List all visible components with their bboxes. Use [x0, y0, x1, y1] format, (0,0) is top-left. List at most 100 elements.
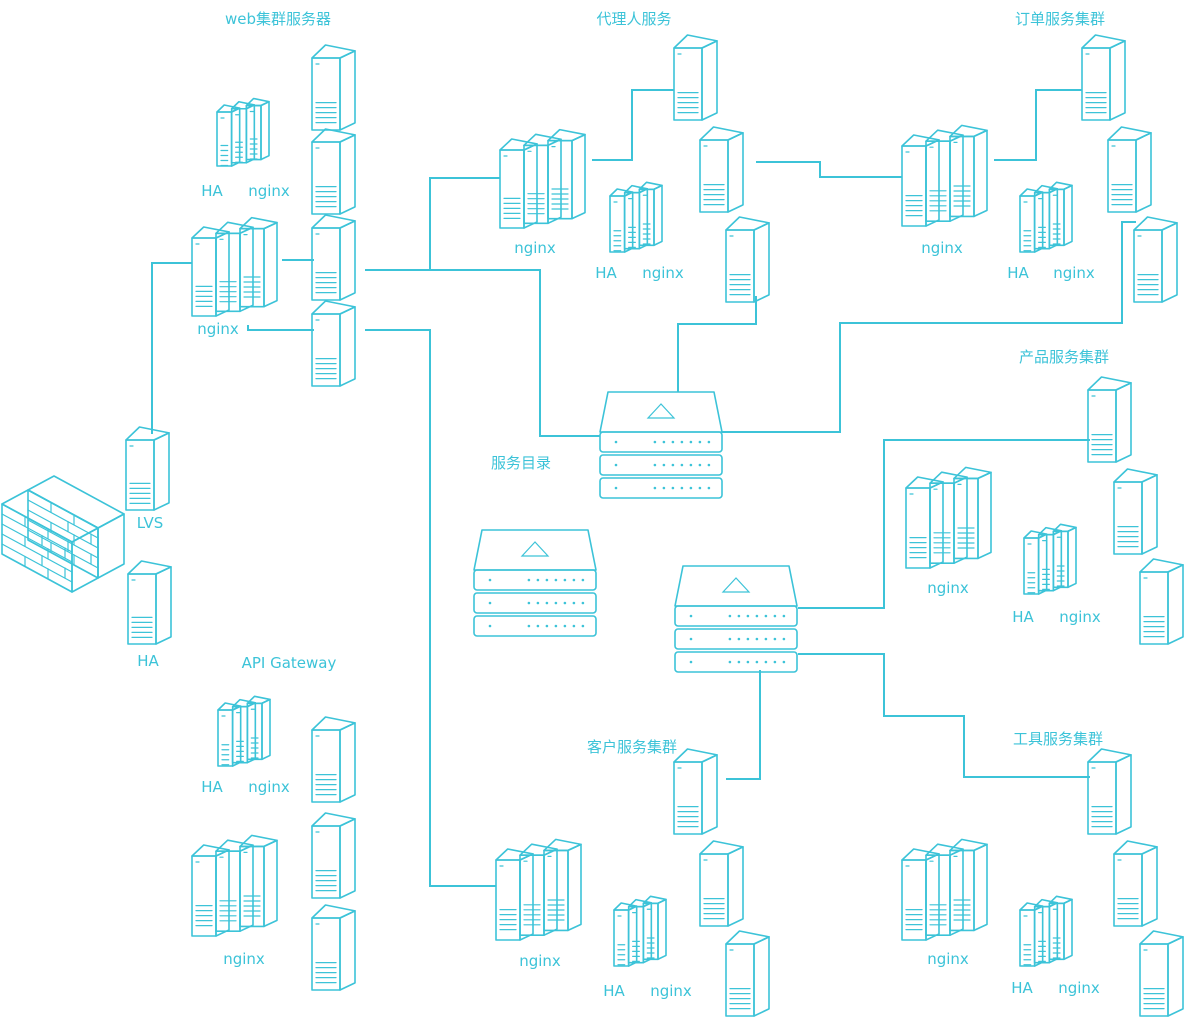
rack-unit-icon	[499, 138, 538, 229]
tool-ha-rack-icon	[1019, 895, 1073, 967]
nodes	[1, 34, 1184, 1017]
rack-unit-icon	[953, 466, 992, 560]
rack-unit-icon	[245, 97, 270, 161]
ha-nginx-label-2: nginx	[642, 264, 684, 282]
gateway-server-2-icon	[311, 812, 356, 899]
tool-server-1-icon	[1087, 748, 1132, 835]
order-server-2-icon	[1107, 126, 1152, 213]
gateway-switch-icon	[473, 529, 597, 637]
lvs-ha-label: HA	[137, 652, 159, 670]
web-ha-rack-icon	[216, 97, 270, 167]
nginx-label-6: nginx	[519, 952, 561, 970]
customer-cluster-title: 客户服务集群	[587, 738, 677, 756]
line-router-product	[798, 439, 1090, 609]
ha-label-1: HA	[201, 182, 223, 200]
line-router-customer	[726, 670, 761, 780]
line-catalog-order	[722, 221, 1136, 433]
ha-nginx-label-3: nginx	[1053, 264, 1095, 282]
agent-server-3-icon	[725, 216, 770, 303]
order-nginx-rack-icon	[901, 124, 988, 227]
web-server-1-icon	[311, 44, 356, 131]
rack-unit-icon	[949, 838, 988, 932]
customer-nginx-rack-icon	[495, 838, 582, 941]
customer-server-2-icon	[699, 840, 744, 927]
agent-service-title: 代理人服务	[596, 10, 671, 28]
agent-server-2-icon	[699, 126, 744, 213]
rack-unit-icon	[642, 895, 667, 961]
rack-unit-icon	[1052, 523, 1077, 589]
rack-unit-icon	[239, 216, 278, 308]
line-router-tool	[798, 653, 1090, 778]
rack-unit-icon	[239, 834, 278, 928]
service-catalog-switch-icon	[599, 391, 723, 499]
web-cluster-title: web集群服务器	[225, 10, 331, 28]
order-ha-rack-icon	[1019, 181, 1073, 253]
gateway-ha-rack-icon	[217, 695, 271, 767]
lvs-label: LVS	[137, 514, 164, 532]
ha-label-5: HA	[201, 778, 223, 796]
ha-nginx-label-5: nginx	[248, 778, 290, 796]
ha-label-2: HA	[595, 264, 617, 282]
rack-unit-icon	[1048, 181, 1073, 247]
rack-unit-icon	[191, 844, 230, 937]
web-server-2-icon	[311, 128, 356, 215]
rack-unit-icon	[949, 124, 988, 218]
connection-lines	[151, 89, 1136, 887]
nginx-label-4: nginx	[927, 579, 969, 597]
rack-unit-icon	[901, 848, 940, 941]
web-nginx-rack-icon	[191, 216, 278, 317]
ha-label-7: HA	[1011, 979, 1033, 997]
product-cluster-title: 产品服务集群	[1019, 348, 1109, 366]
nginx-label-5: nginx	[223, 950, 265, 968]
rack-unit-icon	[547, 128, 586, 220]
line-order-nginx	[756, 161, 902, 178]
line-lvs-web	[151, 262, 192, 434]
nginx-label-1: nginx	[197, 320, 239, 338]
order-server-3-icon	[1133, 216, 1178, 303]
product-server-2-icon	[1113, 468, 1158, 555]
line-catalog-agent	[677, 296, 757, 392]
tool-nginx-rack-icon	[901, 838, 988, 941]
product-nginx-rack-icon	[905, 466, 992, 569]
agent-ha-rack-icon	[609, 181, 663, 253]
rack-unit-icon	[905, 476, 944, 569]
order-cluster-title: 订单服务集群	[1015, 10, 1105, 28]
nginx-label-7: nginx	[927, 950, 969, 968]
ha-nginx-label-7: nginx	[1058, 979, 1100, 997]
product-ha-rack-icon	[1023, 523, 1077, 595]
ha-nginx-label-4: nginx	[1059, 608, 1101, 626]
ha-label-3: HA	[1007, 264, 1029, 282]
tool-cluster-title: 工具服务集群	[1013, 730, 1103, 748]
rack-unit-icon	[495, 848, 534, 941]
order-server-1-icon	[1081, 34, 1126, 121]
line-web-agent	[429, 177, 500, 270]
web-server-3-icon	[311, 214, 356, 301]
api-gateway-title: API Gateway	[242, 654, 337, 672]
rack-unit-icon	[638, 181, 663, 247]
lvs-server-icon	[125, 426, 170, 511]
product-server-1-icon	[1087, 376, 1132, 463]
nginx-label-3: nginx	[921, 239, 963, 257]
line-order-server	[994, 89, 1082, 161]
firewall-icon	[1, 475, 125, 593]
ha-nginx-label-6: nginx	[650, 982, 692, 1000]
product-server-3-icon	[1139, 558, 1184, 645]
rack-unit-icon	[191, 226, 230, 317]
customer-server-3-icon	[725, 930, 770, 1017]
rack-unit-icon	[246, 695, 271, 761]
customer-ha-rack-icon	[613, 895, 667, 967]
service-catalog-label: 服务目录	[491, 454, 551, 472]
web-server-4-icon	[311, 300, 356, 387]
ha-nginx-label-1: nginx	[248, 182, 290, 200]
ha-label-6: HA	[603, 982, 625, 1000]
rack-unit-icon	[901, 134, 940, 227]
line-agent-server	[592, 89, 674, 161]
gateway-server-3-icon	[311, 904, 356, 991]
router-switch-icon	[674, 565, 798, 673]
agent-server-icon	[673, 34, 718, 121]
line-web-catalog	[365, 269, 600, 437]
line-web-nginx-server2	[247, 325, 314, 331]
